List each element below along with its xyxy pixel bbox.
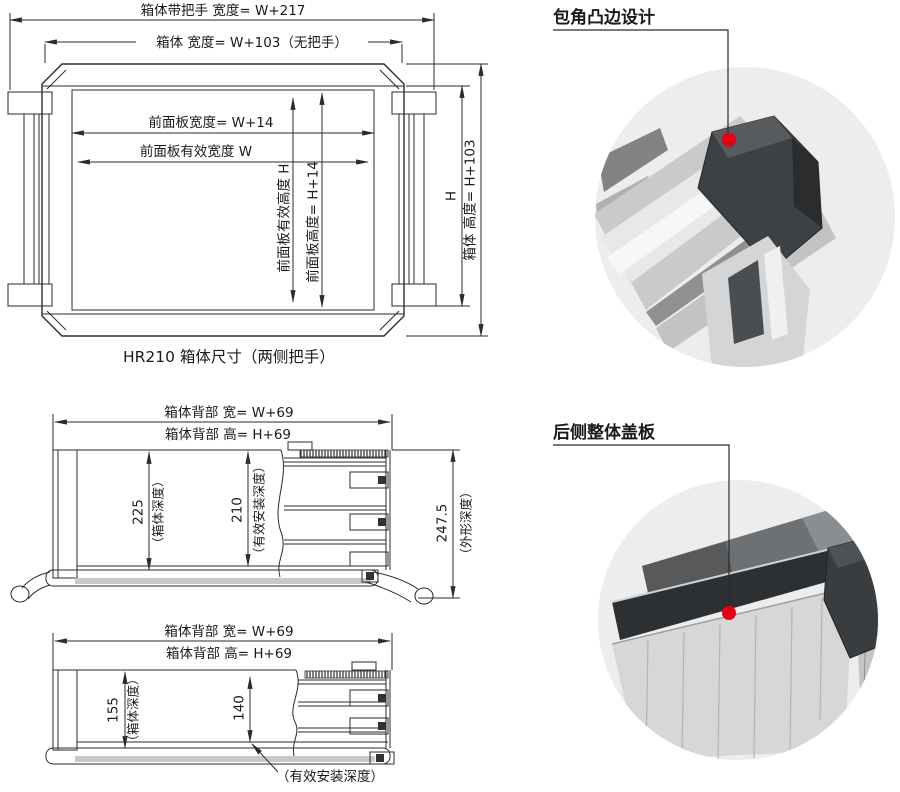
deep-dim-overall: 247.5 （外形深度） [392,448,473,600]
front-view-caption: HR210 箱体尺寸（两侧把手） [123,348,335,366]
dim-panel-width: 前面板宽度= W+14 [70,114,376,136]
dim-panel-eff-height-label: 前面板有效高度 H [276,164,293,273]
shallow-dim-back: 箱体背部 宽= W+69 箱体背部 高= H+69 [52,623,393,670]
deep-overall-label: （外形深度） [458,485,473,560]
dim-handle-width-label: 箱体带把手 宽度= W+217 [141,2,306,19]
deep-dim-back-width-label: 箱体背部 宽= W+69 [164,404,293,421]
right-handle [391,91,437,307]
deep-install-label: （有效安装深度） [251,460,266,560]
rear-cover-callout-dot [722,606,736,620]
dim-handle-width: 箱体带把手 宽度= W+217 [8,2,436,90]
deep-dim-back: 箱体背部 宽= W+69 箱体背部 高= H+69 [52,404,393,450]
deep-overall-value: 247.5 [435,504,451,543]
dim-panel-width-label: 前面板宽度= W+14 [149,114,274,131]
left-handle [7,91,53,307]
front-view-drawing: 箱体带把手 宽度= W+217 箱体 宽度= W+103（无把手） 前面板宽度=… [7,2,488,366]
deep-dim-depth: 225 （箱体深度） [131,450,165,572]
corner-photo: 包角凸边设计 [553,7,895,367]
rear-cover-callout: 后侧整体盖板 [553,422,736,620]
shallow-install-label: （有效安装深度） [276,769,384,785]
shallow-dim-back-height-label: 箱体背部 高= H+69 [166,645,292,662]
dim-box-width-label: 箱体 宽度= W+103（无把手） [156,34,348,51]
side-view-deep: 箱体背部 宽= W+69 箱体背部 高= H+69 [10,404,473,605]
dim-panel-height-label: 前面板高度= H+14 [305,161,322,283]
dim-h-label: H [444,191,460,201]
dim-box-height-label: 箱体 高度= H+103 [462,139,479,260]
rear-cover-callout-label: 后侧整体盖板 [553,422,656,443]
shallow-dim-back-width-label: 箱体背部 宽= W+69 [164,623,293,640]
dim-panel-eff-width: 前面板有效宽度 W [76,143,370,165]
dim-box-height: 箱体 高度= H+103 [406,62,488,338]
shallow-body [45,661,395,765]
dim-h: H [406,84,470,308]
deep-depth-label: （箱体深度） [150,474,165,549]
corner-callout-dot [722,133,736,147]
deep-install-value: 210 [230,497,246,523]
deep-depth-value: 225 [131,499,147,525]
corner-callout-label: 包角凸边设计 [553,7,655,28]
enclosure-outline [41,63,405,337]
rear-cover-photo: 后侧整体盖板 [553,422,878,760]
dim-panel-eff-width-label: 前面板有效宽度 W [140,143,252,160]
deep-dim-back-height-label: 箱体背部 高= H+69 [165,426,291,443]
shallow-install-value: 140 [232,695,248,721]
deep-dim-install: 210 （有效安装深度） [230,450,266,568]
shallow-depth-label: （箱体深度） [125,672,140,747]
deep-body [10,441,434,605]
side-view-shallow: 箱体背部 宽= W+69 箱体背部 高= H+69 [45,623,395,785]
dim-panel-eff-height: 前面板有效高度 H [276,96,296,304]
shallow-depth-value: 155 [106,697,122,723]
shallow-dim-depth: 155 （箱体深度） [106,670,140,750]
corner-callout: 包角凸边设计 [553,7,736,147]
dim-panel-height: 前面板高度= H+14 [305,91,325,309]
shallow-dim-install: 140 （有效安装深度） [232,675,384,785]
dim-box-width: 箱体 宽度= W+103（无把手） [43,34,404,63]
